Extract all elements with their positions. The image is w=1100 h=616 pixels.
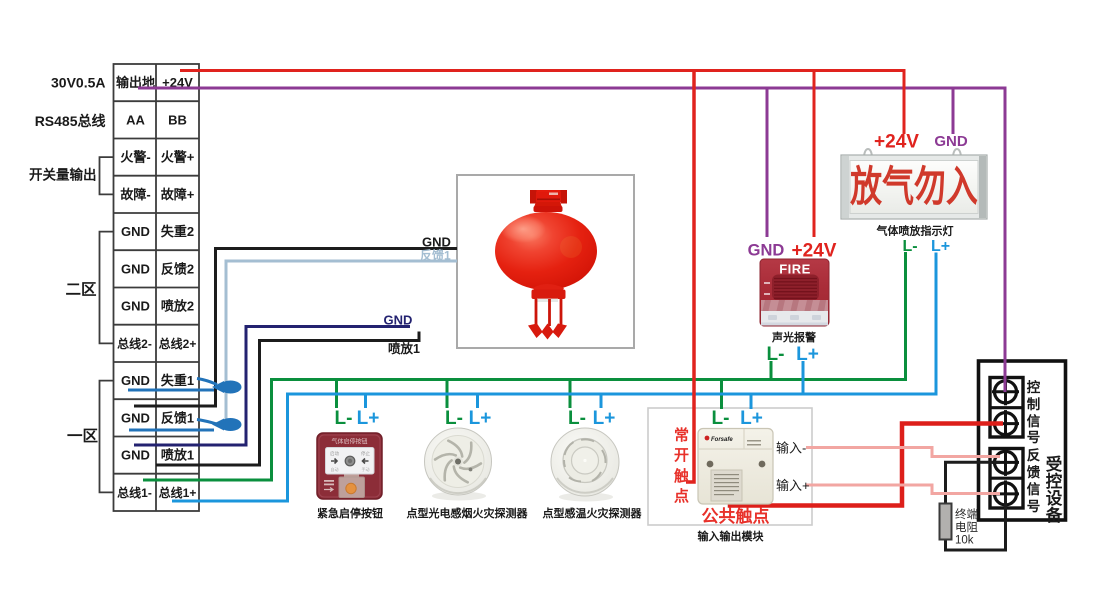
svg-text:常: 常 (674, 426, 689, 444)
svg-text:号: 号 (1027, 499, 1041, 514)
svg-text:GND: GND (121, 410, 150, 425)
svg-text:公共触点: 公共触点 (702, 506, 770, 526)
svg-text:开: 开 (674, 447, 689, 464)
svg-text:喷放1: 喷放1 (388, 341, 420, 356)
svg-text:手动: 手动 (362, 466, 370, 472)
svg-text:二区: 二区 (65, 281, 97, 299)
svg-text:气体喷放指示灯: 气体喷放指示灯 (876, 224, 954, 238)
svg-text:输出地: 输出地 (116, 75, 155, 90)
svg-text:RS485总线: RS485总线 (35, 113, 106, 129)
svg-text:设: 设 (1046, 489, 1063, 508)
svg-text:气体启停按钮: 气体启停按钮 (331, 438, 367, 446)
svg-text:+24V: +24V (162, 75, 193, 90)
svg-text:反馈1: 反馈1 (161, 410, 194, 425)
svg-text:GND: GND (121, 261, 150, 276)
svg-text:输入-: 输入- (776, 441, 806, 456)
svg-text:受: 受 (1046, 454, 1063, 474)
svg-text:放气勿入: 放气勿入 (850, 163, 978, 210)
svg-text:开关量输出: 开关量输出 (29, 167, 97, 183)
svg-text:启动: 启动 (330, 450, 339, 457)
svg-text:GND: GND (422, 235, 451, 250)
svg-text:号: 号 (1027, 430, 1041, 445)
svg-text:点型光电感烟火灾探测器: 点型光电感烟火灾探测器 (407, 506, 529, 520)
svg-text:终端: 终端 (955, 507, 978, 521)
svg-text:控: 控 (1027, 379, 1041, 395)
svg-text:+24V: +24V (874, 132, 919, 153)
svg-text:总线2+: 总线2+ (159, 336, 197, 351)
svg-text:点型感温火灾探测器: 点型感温火灾探测器 (543, 506, 643, 520)
svg-text:火警-: 火警- (120, 150, 150, 165)
svg-text:紧急启停按钮: 紧急启停按钮 (317, 506, 383, 520)
svg-text:故障-: 故障- (120, 187, 150, 202)
svg-text:信: 信 (1027, 481, 1041, 497)
svg-text:L-: L- (568, 408, 586, 429)
svg-text:总线2-: 总线2- (117, 336, 152, 351)
svg-text:GND: GND (748, 242, 785, 260)
svg-text:控: 控 (1046, 471, 1063, 491)
svg-text:停止: 停止 (361, 450, 370, 457)
svg-text:一区: 一区 (67, 427, 99, 445)
svg-text:输入+: 输入+ (776, 478, 810, 493)
svg-text:L-: L- (445, 408, 463, 429)
svg-text:L-: L- (767, 344, 785, 365)
svg-text:L+: L+ (740, 408, 763, 429)
svg-text:FIRE: FIRE (779, 262, 811, 277)
svg-text:GND: GND (121, 448, 150, 463)
svg-text:L+: L+ (593, 408, 616, 429)
svg-text:AA: AA (126, 112, 145, 127)
svg-text:点: 点 (674, 488, 689, 505)
svg-text:总线1-: 总线1- (117, 485, 152, 500)
svg-text:L+: L+ (796, 344, 819, 365)
svg-text:GND: GND (121, 299, 150, 314)
svg-text:电阻: 电阻 (955, 521, 978, 534)
svg-text:反馈1: 反馈1 (420, 248, 451, 263)
svg-text:总线1+: 总线1+ (159, 485, 197, 500)
svg-text:输入输出模块: 输入输出模块 (698, 529, 765, 543)
svg-text:失重2: 失重2 (161, 224, 194, 239)
svg-text:Forsafe: Forsafe (711, 437, 733, 443)
svg-text:声光报警: 声光报警 (771, 330, 816, 344)
svg-text:GND: GND (121, 224, 150, 239)
svg-text:GND: GND (121, 373, 150, 388)
svg-text:GND: GND (934, 133, 968, 150)
svg-text:L+: L+ (931, 238, 950, 255)
svg-text:L-: L- (902, 238, 917, 255)
svg-text:火警+: 火警+ (161, 150, 195, 165)
svg-text:10k: 10k (955, 535, 974, 547)
svg-text:制: 制 (1027, 396, 1041, 412)
svg-text:L+: L+ (357, 408, 380, 429)
svg-text:自动: 自动 (331, 466, 339, 472)
svg-text:备: 备 (1045, 505, 1063, 525)
svg-text:反: 反 (1027, 447, 1041, 463)
svg-text:触: 触 (674, 467, 689, 485)
svg-text:失重1: 失重1 (161, 373, 194, 388)
svg-text:喷放2: 喷放2 (161, 299, 194, 314)
svg-text:GND: GND (384, 313, 413, 328)
svg-text:反馈2: 反馈2 (161, 261, 194, 276)
svg-text:信: 信 (1027, 413, 1041, 429)
svg-text:L-: L- (335, 408, 353, 429)
svg-text:+24V: +24V (792, 241, 837, 262)
svg-text:30V0.5A: 30V0.5A (51, 74, 105, 90)
svg-text:BB: BB (168, 112, 187, 127)
svg-text:L-: L- (712, 408, 730, 429)
svg-text:L+: L+ (469, 408, 492, 429)
svg-text:喷放1: 喷放1 (161, 448, 194, 463)
svg-text:故障+: 故障+ (161, 187, 195, 202)
svg-text:馈: 馈 (1027, 464, 1041, 480)
